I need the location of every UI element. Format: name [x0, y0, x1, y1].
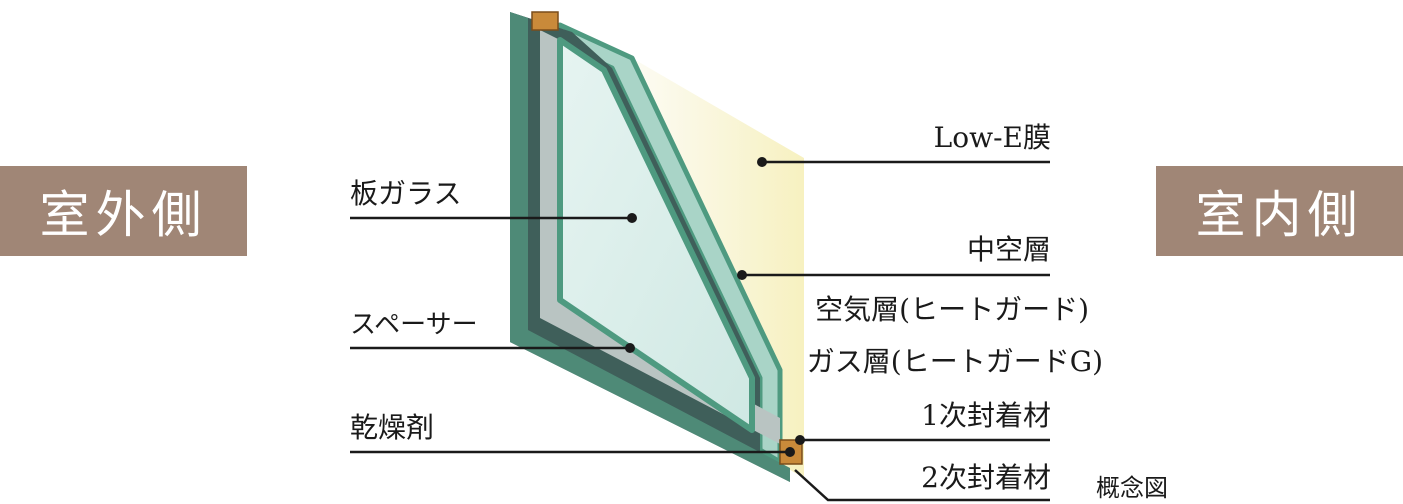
caption-conceptual-diagram: 概念図: [1096, 474, 1168, 502]
label-air-layer: 空気層(ヒートガード): [815, 293, 1089, 326]
outdoor-side-label: 室外側: [0, 166, 247, 256]
label-hollow-layer: 中空層: [966, 233, 1051, 266]
dot-low-e: [757, 157, 767, 167]
leader-secondary-seal: [794, 469, 1050, 502]
label-gas-layer: ガス層(ヒートガードG): [806, 345, 1103, 378]
dot-spacer: [625, 343, 635, 353]
spacer-frame: [540, 30, 780, 444]
desiccant-top: [531, 11, 559, 31]
outer-glass-pane: [557, 37, 755, 433]
label-spacer: スペーサー: [350, 310, 478, 340]
indoor-side-label: 室内側: [1156, 166, 1403, 256]
label-desiccant: 乾燥剤: [350, 411, 435, 444]
label-plate-glass: 板ガラス: [350, 177, 462, 210]
label-low-e: Low-E膜: [933, 121, 1051, 154]
dot-hollow-layer: [737, 270, 747, 280]
label-primary-seal: 1次封着材: [921, 399, 1051, 432]
outer-pane-edge: [510, 12, 790, 482]
label-secondary-seal: 2次封着材: [921, 461, 1051, 494]
dot-desiccant: [785, 447, 795, 457]
dot-plate-glass: [627, 213, 637, 223]
dot-primary-seal: [795, 435, 805, 445]
